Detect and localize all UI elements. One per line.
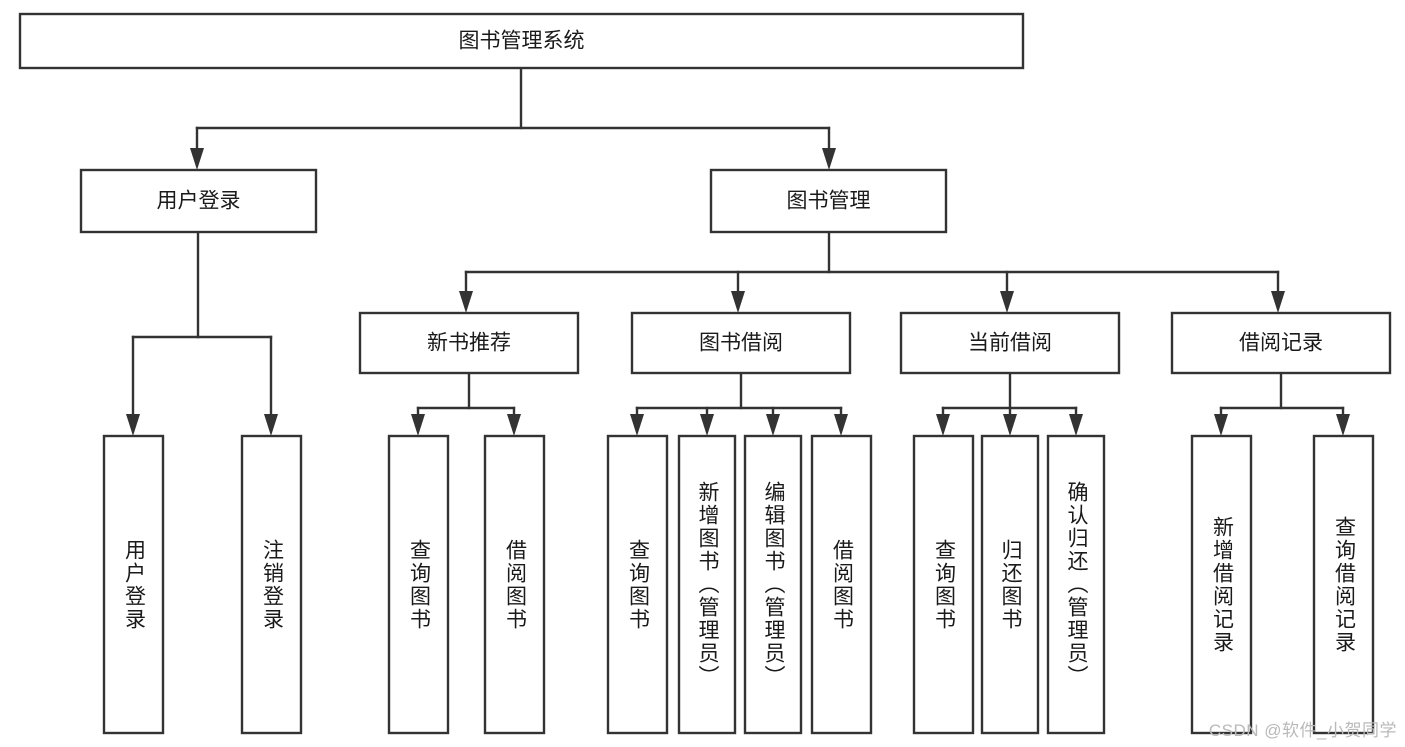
- node-label: 用户登录: [157, 190, 241, 213]
- arrow-head-icon: [766, 414, 780, 436]
- arrow-head-icon: [507, 414, 521, 436]
- arrow-head-icon: [1000, 291, 1014, 313]
- node-leaf-edit-book-admin[interactable]: [743, 434, 803, 735]
- arrow-head-icon: [190, 148, 204, 170]
- node-leaf-add-borrow-record[interactable]: [1190, 434, 1253, 735]
- node-label: 借阅记录: [1239, 332, 1323, 355]
- arrow-head-icon: [822, 148, 836, 170]
- node-leaf-add-book-admin[interactable]: [677, 434, 737, 735]
- arrow-head-icon: [459, 291, 473, 313]
- arrow-head-icon: [936, 414, 950, 436]
- arrow-head-icon: [1003, 414, 1017, 436]
- node-borrow-record[interactable]: [1170, 311, 1392, 375]
- box-layer: [18, 12, 1392, 735]
- node-new-book-recommend[interactable]: [358, 311, 580, 375]
- watermark-credit: CSDN @软件_小贺同学: [1208, 721, 1397, 740]
- node-label: 图书借阅: [699, 332, 783, 355]
- arrow-head-icon: [1336, 414, 1350, 436]
- node-leaf-query-book-recommend[interactable]: [387, 434, 450, 735]
- node-leaf-confirm-return-admin[interactable]: [1046, 434, 1106, 735]
- arrow-head-icon: [411, 414, 425, 436]
- node-label: 新书推荐: [427, 332, 511, 355]
- connector-recommend-to-leaves: [411, 371, 521, 436]
- connector-book-manage-to-level3: [459, 230, 1285, 313]
- node-label: 图书管理系统: [459, 30, 585, 53]
- connector-layer: [126, 66, 1350, 436]
- arrow-head-icon: [731, 291, 745, 313]
- node-book-manage[interactable]: [709, 168, 948, 234]
- connector-user-login-to-leaves: [126, 230, 278, 436]
- connector-current-to-leaves: [936, 371, 1083, 436]
- connector-record-to-leaves: [1214, 371, 1350, 436]
- node-leaf-borrow-book[interactable]: [810, 434, 873, 735]
- node-label: 当前借阅: [968, 332, 1052, 355]
- arrow-head-icon: [126, 414, 140, 436]
- arrow-head-icon: [630, 414, 644, 436]
- node-label: 图书管理: [787, 190, 871, 213]
- arrow-head-icon: [1069, 414, 1083, 436]
- connector-root-to-level2: [190, 66, 836, 170]
- node-leaf-borrow-book-recommend[interactable]: [483, 434, 546, 735]
- arrow-head-icon: [1271, 291, 1285, 313]
- node-user-login[interactable]: [79, 168, 318, 234]
- node-leaf-user-logout[interactable]: [240, 434, 303, 735]
- node-current-borrow[interactable]: [899, 311, 1121, 375]
- node-leaf-return-book[interactable]: [980, 434, 1040, 735]
- connector-borrow-to-leaves: [630, 371, 848, 436]
- arrow-head-icon: [264, 414, 278, 436]
- node-leaf-query-borrow-record[interactable]: [1312, 434, 1375, 735]
- node-leaf-user-login[interactable]: [102, 434, 165, 735]
- node-leaf-query-book-current[interactable]: [912, 434, 975, 735]
- arrow-head-icon: [1214, 414, 1228, 436]
- arrow-head-icon: [834, 414, 848, 436]
- node-book-borrow[interactable]: [630, 311, 852, 375]
- node-leaf-query-book-borrow[interactable]: [606, 434, 669, 735]
- arrow-head-icon: [700, 414, 714, 436]
- node-root[interactable]: [18, 12, 1025, 70]
